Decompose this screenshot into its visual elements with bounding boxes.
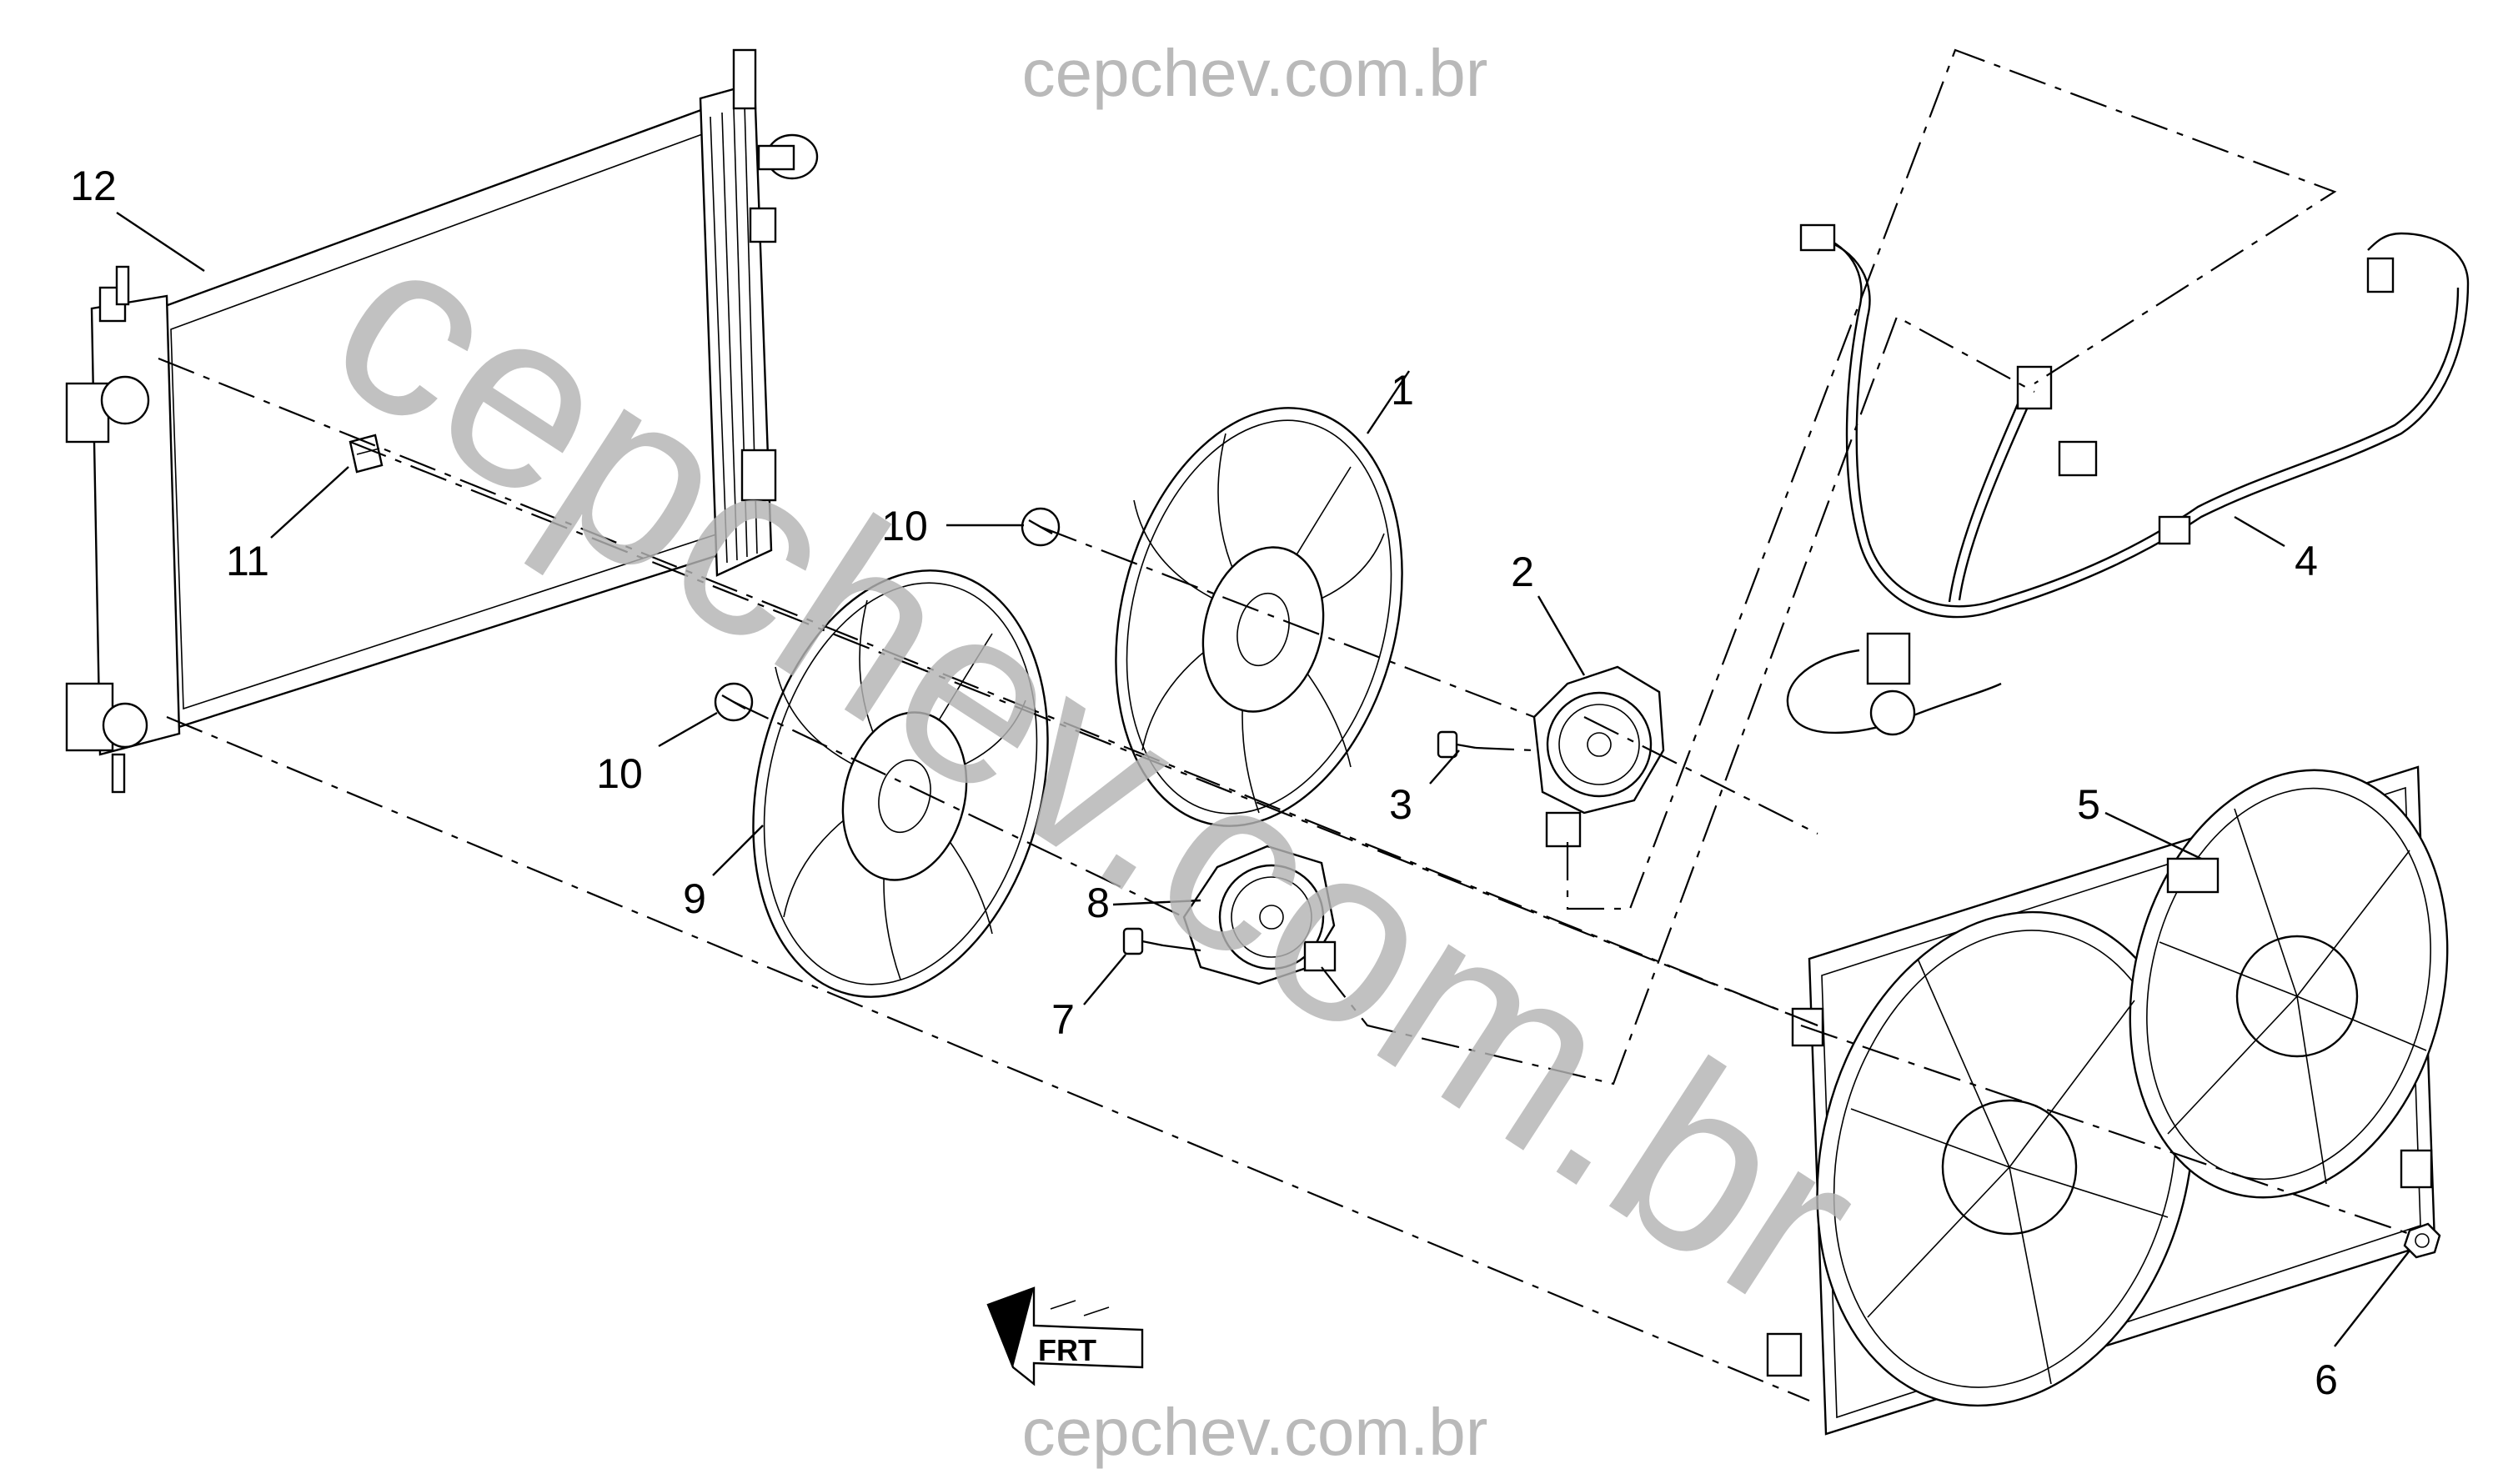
callout-7: 7: [1051, 996, 1075, 1043]
callout-9: 9: [683, 875, 706, 922]
callout-8: 8: [1086, 880, 1110, 926]
shroud-nut: [2403, 1222, 2441, 1259]
watermark-bottom: cepchev.com.br: [1022, 1395, 1488, 1469]
front-direction-indicator: FRT: [986, 1286, 1144, 1386]
fan-motor-lower: [1182, 845, 1337, 985]
callout-12: 12: [70, 163, 117, 209]
watermark-top: cepchev.com.br: [1022, 36, 1488, 110]
callout-5: 5: [2077, 781, 2100, 828]
motor-bolt-upper: [1437, 730, 1477, 759]
callout-10-lower: 10: [596, 750, 643, 797]
callout-6: 6: [2315, 1356, 2338, 1403]
radiator: [65, 48, 819, 794]
fan-shroud: [1766, 765, 2449, 1436]
fan-blade-lower: [752, 569, 1049, 998]
callout-2: 2: [1511, 549, 1534, 595]
callout-4: 4: [2295, 538, 2318, 584]
motor-bolt-lower: [1122, 927, 1164, 955]
fan-motor-upper: [1532, 665, 1665, 848]
fan-wiring-harness: [1786, 223, 2470, 736]
frt-label: FRT: [1038, 1333, 1096, 1367]
callout-11: 11: [226, 538, 269, 584]
callout-1: 1: [1391, 367, 1414, 414]
callout-labels: 1 2 3 4 5 6 7 8 9 10 10 11 12: [70, 163, 2338, 1403]
callout-10-upper: 10: [881, 503, 928, 549]
fan-blade-upper: [1115, 407, 1403, 827]
alignment-lines: [158, 48, 2410, 1402]
watermark-diagonal: cepchev.com.br: [287, 177, 1905, 1364]
leader-lines: [116, 212, 2410, 1347]
callout-3: 3: [1389, 781, 1412, 828]
